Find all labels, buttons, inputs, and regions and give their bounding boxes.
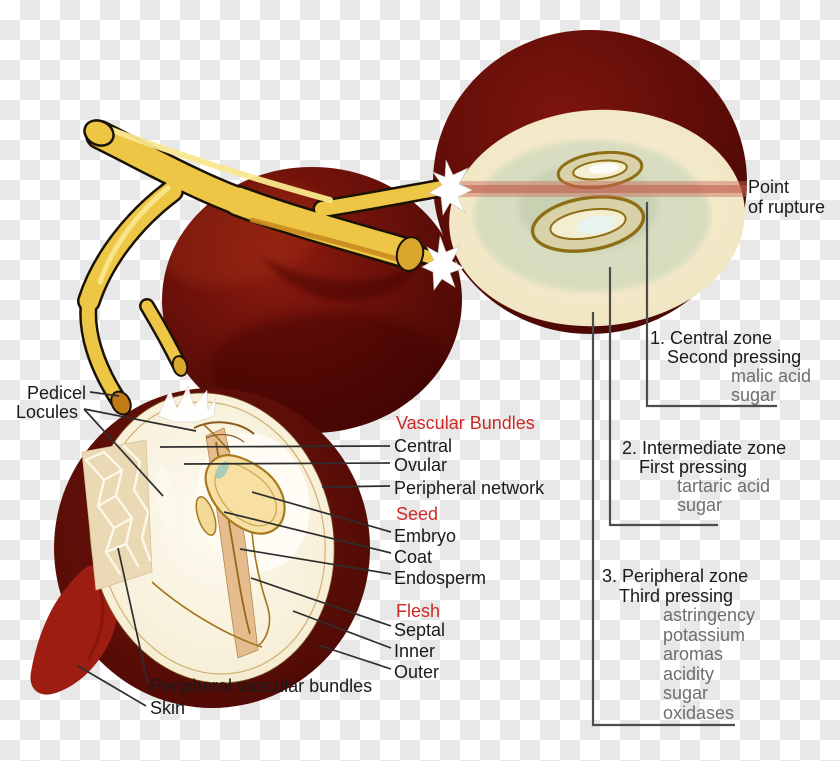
zone1-compound: sugar: [731, 385, 777, 405]
leader-central: [159, 445, 391, 448]
zone-brackets: [591, 202, 777, 727]
seed: [204, 454, 286, 535]
leader-ovular: [183, 462, 391, 465]
leader-peripheral-network: [321, 485, 391, 488]
zone3-compound: potassium: [663, 624, 746, 645]
zone3-compound: sugar: [663, 683, 709, 703]
zone3-pressing: Third pressing: [619, 585, 734, 606]
leader-locules-1: [83, 408, 164, 497]
locule-cavity-left: [155, 465, 177, 531]
leader-coat: [223, 511, 392, 554]
point-of-rupture-label: Point of rupture: [748, 177, 825, 217]
bracket-peripheral-zone: [591, 312, 735, 727]
leader-pedicel: [89, 391, 120, 397]
leader-embryo: [251, 491, 392, 533]
label-septal: Septal: [394, 620, 446, 640]
rupture-tears: [421, 159, 473, 291]
pedicel-label: Pedicel: [26, 383, 86, 403]
leader-locules-2: [83, 408, 197, 432]
zone3-compound: oxidases: [663, 702, 735, 723]
zone2-title: 2. Intermediate zone: [622, 438, 787, 458]
zone1-compound: malic acid: [731, 366, 812, 386]
zone2-pressing: First pressing: [639, 457, 748, 477]
bracket-central-zone: [645, 202, 777, 408]
zone-block-intermediate: 2. Intermediate zone First pressing tart…: [622, 439, 786, 515]
zone2-compound: sugar: [677, 495, 723, 515]
seed-cross-section-upper: [556, 150, 644, 190]
label-ovular: Ovular: [394, 455, 448, 475]
leader-inner: [292, 610, 392, 649]
leader-outer: [317, 644, 392, 670]
label-inner: Inner: [394, 641, 436, 661]
point-of-rupture-line2: of rupture: [748, 197, 826, 217]
zone2-compound: tartaric acid: [677, 476, 771, 496]
cut-grape: [433, 30, 747, 334]
heading-vascular-bundles: Vascular Bundles: [396, 413, 535, 433]
label-endosperm: Endosperm: [394, 568, 487, 588]
skin-label: Skin: [150, 698, 186, 718]
label-outer: Outer: [394, 662, 440, 682]
peripheral-vascular-net: [81, 439, 153, 591]
stem: [77, 119, 455, 416]
zone1-title: 1. Central zone: [650, 328, 773, 348]
ovular-vascular-bundles: [151, 423, 271, 648]
rupture-band: [433, 181, 747, 197]
seed-small: [195, 496, 217, 536]
bracket-intermediate-zone: [608, 267, 718, 527]
sectioned-grape: [30, 385, 370, 708]
zone3-compound: aromas: [663, 644, 724, 664]
leader-lines: [77, 391, 392, 707]
zone1-pressing: Second pressing: [667, 347, 802, 367]
label-central: Central: [394, 436, 453, 456]
torn-attachment: [157, 385, 217, 423]
zone-block-central: 1. Central zone Second pressing malic ac…: [650, 329, 811, 405]
leader-peripheral-vascular-bundles: [117, 547, 149, 685]
embryo-spot: [215, 461, 229, 479]
peripheral-vascular-bundles-label: Peripheral vascular bundles: [150, 676, 373, 696]
seed-cross-section-lower: [530, 195, 646, 253]
label-coat: Coat: [394, 547, 433, 567]
skin-flap: [30, 565, 118, 695]
label-peripheral-network: Peripheral network: [394, 478, 545, 498]
zone-block-peripheral: 3. Peripheral zone Third pressing astrin…: [602, 566, 756, 723]
leader-skin: [77, 665, 147, 707]
zone3-title: 3. Peripheral zone: [602, 566, 749, 586]
locules-label: Locules: [15, 402, 78, 422]
heading-seed: Seed: [396, 504, 439, 524]
leader-septal: [250, 577, 392, 627]
label-embryo: Embryo: [394, 526, 457, 546]
zone3-compound: astringency: [663, 605, 756, 625]
leader-endosperm: [239, 548, 392, 575]
zone3-compound: acidity: [663, 663, 715, 684]
point-of-rupture-line1: Point: [748, 177, 790, 197]
heading-flesh: Flesh: [396, 601, 441, 621]
